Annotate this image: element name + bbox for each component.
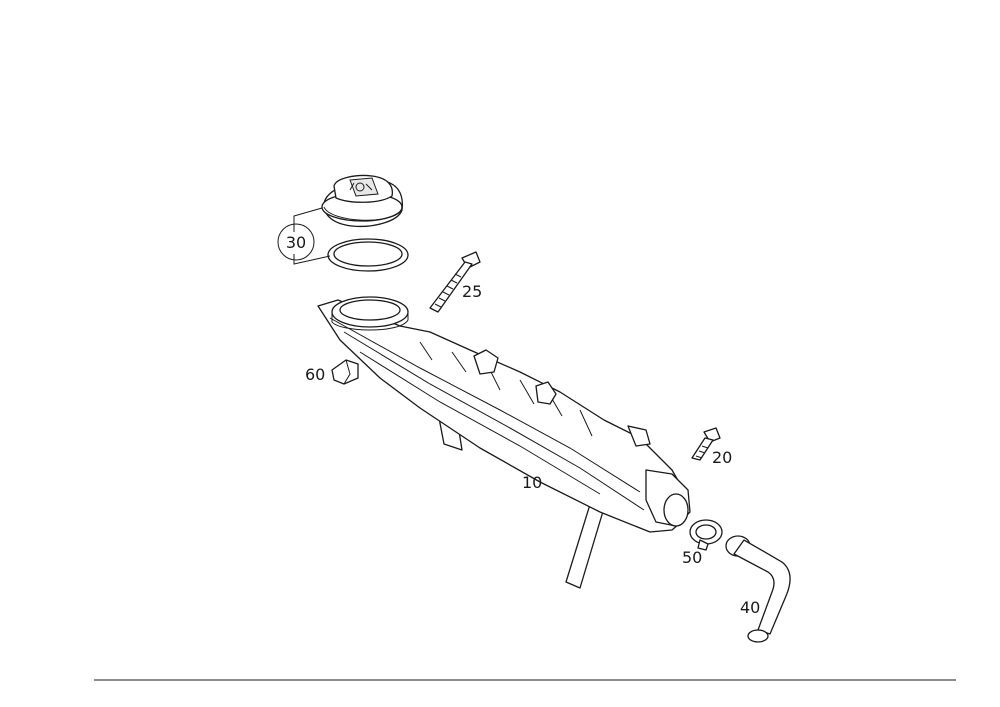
reservoir-tank bbox=[317, 299, 691, 589]
bolt-20 bbox=[691, 427, 721, 461]
label-50: 50 bbox=[682, 548, 702, 567]
hose-40 bbox=[725, 535, 791, 643]
bolt-25 bbox=[429, 251, 481, 313]
filler-neck bbox=[331, 296, 409, 331]
label-20: 20 bbox=[712, 448, 732, 467]
filler-cap bbox=[321, 174, 404, 228]
label-30: 30 bbox=[286, 233, 306, 252]
grommet-60 bbox=[331, 359, 359, 385]
clamp-50 bbox=[689, 519, 723, 551]
label-10: 10 bbox=[522, 473, 542, 492]
label-40: 40 bbox=[740, 598, 760, 617]
callout-30: 30 bbox=[277, 207, 331, 265]
label-25: 25 bbox=[462, 282, 482, 301]
label-60: 60 bbox=[305, 365, 325, 384]
seal-ring bbox=[327, 238, 409, 272]
